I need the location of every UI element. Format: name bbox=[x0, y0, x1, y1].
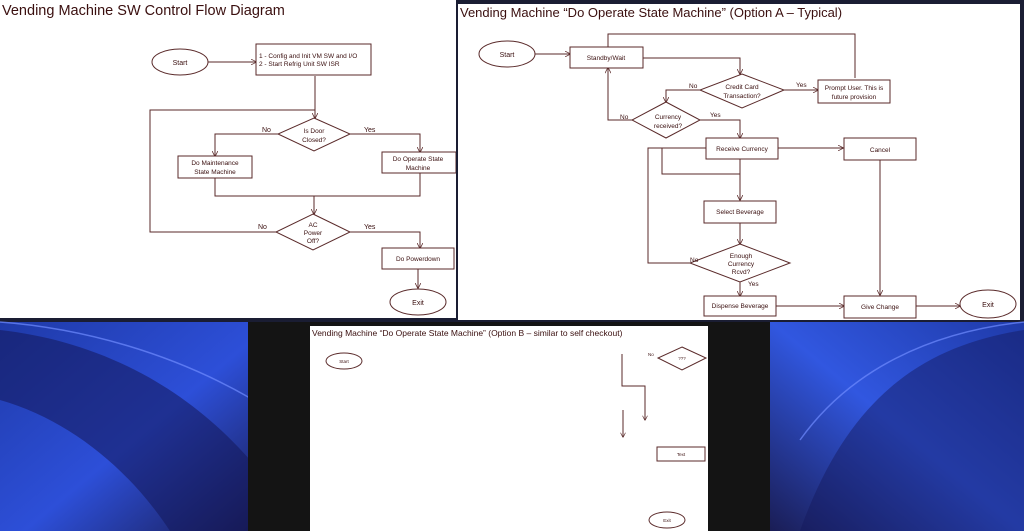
prompt-user-node: Prompt User. This is future provision bbox=[817, 79, 891, 104]
operate-option-b-diagram: Start No ??? Text Exit bbox=[325, 346, 708, 529]
prompt-line2: future provision bbox=[832, 94, 877, 101]
start-label: Start bbox=[339, 359, 349, 364]
credit-yes-label: Yes bbox=[796, 82, 807, 89]
slide1-connectors bbox=[149, 62, 420, 288]
receive-currency-node: Receive Currency bbox=[705, 137, 779, 160]
enough-line3: Rcvd? bbox=[732, 269, 751, 276]
currency-received-decision: Currency received? bbox=[630, 101, 702, 139]
enough-yes-label: Yes bbox=[748, 281, 759, 288]
ac-line3: Off? bbox=[307, 238, 320, 245]
control-flow-diagram: Start 1 - Config and Init VM SW and I/O … bbox=[149, 43, 456, 316]
select-label: Select Beverage bbox=[716, 209, 764, 216]
start-node: Start bbox=[151, 48, 209, 76]
door-no-label: No bbox=[262, 127, 271, 134]
small-box-label: Text bbox=[677, 452, 686, 457]
start-label: Start bbox=[500, 52, 515, 59]
ac-yes-label: Yes bbox=[364, 224, 376, 231]
ac-no-label: No bbox=[258, 224, 267, 231]
door-yes-label: Yes bbox=[364, 127, 376, 134]
enough-line2: Currency bbox=[728, 261, 755, 268]
slide-control-flow[interactable]: Vending Machine SW Control Flow Diagram … bbox=[0, 0, 456, 318]
small-box-node: Text bbox=[656, 446, 706, 462]
ac-power-decision: AC Power Off? bbox=[274, 213, 352, 251]
slide2-connectors bbox=[535, 33, 960, 306]
config-line1: 1 - Config and Init VM SW and I/O bbox=[259, 53, 357, 60]
receive-label: Receive Currency bbox=[716, 146, 768, 153]
exit-label: Exit bbox=[412, 300, 424, 307]
slide2-title: Vending Machine “Do Operate State Machin… bbox=[460, 5, 843, 20]
credit-line1: Credit Card bbox=[725, 84, 759, 91]
operate-line2: Machine bbox=[406, 165, 431, 172]
standby-node: Standby/Wait bbox=[569, 46, 644, 69]
maintenance-node: Do Maintenance State Machine bbox=[177, 155, 253, 179]
currency-line1: Currency bbox=[655, 114, 682, 121]
give-change-node: Give Change bbox=[843, 295, 917, 319]
currency-yes-label: Yes bbox=[710, 112, 721, 119]
maint-line2: State Machine bbox=[194, 169, 236, 176]
currency-no-label: No bbox=[620, 114, 629, 121]
credit-line2: Transaction? bbox=[723, 93, 761, 100]
door-line1: Is Door bbox=[304, 128, 326, 135]
powerdown-node: Do Powerdown bbox=[381, 247, 455, 270]
door-decision: Is Door Closed? bbox=[276, 117, 352, 152]
operate-line1: Do Operate State bbox=[393, 156, 444, 163]
unknown-label: ??? bbox=[678, 356, 686, 361]
prompt-line1: Prompt User. This is bbox=[825, 85, 884, 92]
credit-card-decision: Credit Card Transaction? bbox=[698, 73, 786, 109]
exit-label: Exit bbox=[663, 518, 671, 523]
config-node: 1 - Config and Init VM SW and I/O 2 - St… bbox=[255, 43, 372, 76]
dispense-label: Dispense Beverage bbox=[712, 303, 769, 310]
enough-no-label: No bbox=[690, 257, 699, 264]
ac-line1: AC bbox=[308, 222, 317, 229]
cancel-label: Cancel bbox=[870, 147, 891, 154]
maint-line1: Do Maintenance bbox=[191, 160, 239, 167]
enough-line1: Enough bbox=[730, 253, 753, 260]
ac-line2: Power bbox=[304, 230, 323, 237]
start-node: Start bbox=[478, 40, 536, 68]
slide-operate-option-a[interactable]: Vending Machine “Do Operate State Machin… bbox=[458, 4, 1020, 320]
exit-node: Exit bbox=[389, 288, 447, 316]
give-change-label: Give Change bbox=[861, 304, 899, 311]
slide3-title: Vending Machine “Do Operate State Machin… bbox=[312, 328, 623, 338]
start-label: Start bbox=[173, 60, 188, 67]
operate-node: Do Operate State Machine bbox=[381, 151, 456, 174]
operate-option-a-diagram: Start Standby/Wait Credit Card Transacti… bbox=[478, 33, 1017, 319]
slide1-title: Vending Machine SW Control Flow Diagram bbox=[2, 3, 285, 19]
standby-label: Standby/Wait bbox=[587, 55, 626, 62]
powerdown-label: Do Powerdown bbox=[396, 256, 440, 263]
slide3-connectors bbox=[622, 354, 645, 437]
door-line2: Closed? bbox=[302, 137, 326, 144]
config-line2: 2 - Start Refrig Unit SW ISR bbox=[259, 61, 340, 68]
cancel-node: Cancel bbox=[843, 137, 917, 161]
dispense-beverage-node: Dispense Beverage bbox=[703, 295, 777, 317]
enough-currency-decision: Enough Currency Rcvd? bbox=[688, 243, 792, 283]
unknown-decision: ??? bbox=[656, 346, 708, 371]
exit-node: Exit bbox=[648, 511, 686, 529]
select-beverage-node: Select Beverage bbox=[703, 200, 777, 224]
slide-operate-option-b[interactable]: Vending Machine “Do Operate State Machin… bbox=[310, 326, 708, 531]
exit-label: Exit bbox=[982, 302, 994, 309]
currency-line2: received? bbox=[654, 123, 683, 130]
credit-no-label: No bbox=[689, 83, 698, 90]
exit-node: Exit bbox=[959, 289, 1017, 319]
start-node: Start bbox=[325, 352, 363, 370]
no-label: No bbox=[648, 352, 654, 357]
